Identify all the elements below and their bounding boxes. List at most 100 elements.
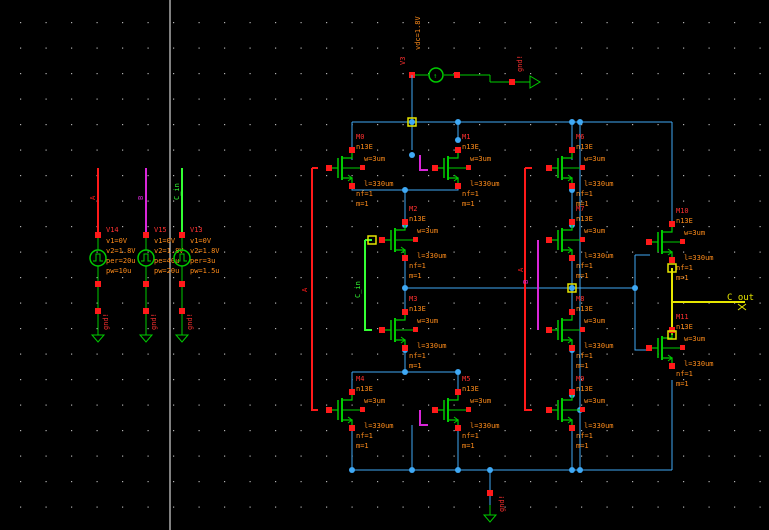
grid-dot <box>683 22 685 24</box>
grid-dot <box>249 379 251 381</box>
grid-dot <box>20 379 22 381</box>
grid-dot <box>453 200 455 202</box>
drain-pin <box>349 147 355 153</box>
grid-dot <box>351 98 353 100</box>
grid-dot <box>173 353 175 355</box>
grid-dot <box>224 175 226 177</box>
param-w: w=3um <box>417 317 438 325</box>
source-pin <box>455 425 461 431</box>
grid-dot <box>20 98 22 100</box>
grid-dot <box>20 430 22 432</box>
grid-dot <box>428 379 430 381</box>
source-pw: pw=1.5u <box>190 267 220 275</box>
grid-dot <box>657 379 659 381</box>
grid-dot <box>402 353 404 355</box>
grid-dot <box>377 353 379 355</box>
gnd-label: gnd! <box>102 313 110 330</box>
grid-dot <box>224 124 226 126</box>
grid-dot <box>759 430 761 432</box>
param-w: w=3um <box>584 397 605 405</box>
grid-dot <box>632 47 634 49</box>
grid-dot <box>45 73 47 75</box>
param-nf: nf=1 <box>676 370 693 378</box>
grid-dot <box>504 149 506 151</box>
grid-dot <box>275 226 277 228</box>
grid-dot <box>606 430 608 432</box>
grid-dot <box>300 124 302 126</box>
gnd-label-top: gnd! <box>516 55 524 72</box>
grid-dot <box>555 379 557 381</box>
grid-dot <box>351 73 353 75</box>
drain-pin <box>402 309 408 315</box>
grid-dot <box>402 404 404 406</box>
grid-dot <box>198 149 200 151</box>
grid-dot <box>224 47 226 49</box>
param-l: l=330um <box>470 180 500 188</box>
grid-dot <box>20 455 22 457</box>
grid-dot <box>555 404 557 406</box>
minus-pin <box>95 281 101 287</box>
grid-dot <box>402 22 404 24</box>
junction-dot <box>349 467 355 473</box>
grid-dot <box>428 455 430 457</box>
grid-dot <box>657 22 659 24</box>
grid-dot <box>428 98 430 100</box>
grid-dot <box>479 73 481 75</box>
grid-dot <box>402 200 404 202</box>
junction-dot <box>569 285 575 291</box>
pulse-waveform-icon <box>177 253 187 262</box>
grid-dot <box>224 481 226 483</box>
grid-dot <box>173 277 175 279</box>
net-connection-marker <box>407 117 417 127</box>
model-name: n13E <box>409 215 426 223</box>
ground-bottom[interactable]: gnd! <box>482 490 506 523</box>
pulse-waveform-icon <box>93 253 103 262</box>
param-m: m=1 <box>409 272 422 280</box>
grid-dot <box>96 379 98 381</box>
grid-dot <box>173 124 175 126</box>
grid-dot <box>606 175 608 177</box>
grid-dot <box>96 149 98 151</box>
vdd-source[interactable]: ↑ gnd! V3 vdc=1.8V <box>399 15 541 89</box>
pulse-source-icon <box>89 249 107 267</box>
grid-dot <box>377 22 379 24</box>
minus-pin <box>143 281 149 287</box>
grid-dot <box>147 481 149 483</box>
grid-dot <box>198 98 200 100</box>
grid-dot <box>147 175 149 177</box>
grid-dot <box>606 124 608 126</box>
param-l: l=330um <box>417 342 447 350</box>
grid-dot <box>249 353 251 355</box>
grid-dot <box>71 353 73 355</box>
param-m: m=1 <box>576 272 589 280</box>
grid-dot <box>632 124 634 126</box>
grid-dot <box>173 226 175 228</box>
grid-dot <box>708 430 710 432</box>
grid-dot <box>555 73 557 75</box>
grid-dot <box>555 430 557 432</box>
grid-dot <box>198 277 200 279</box>
grid-dot <box>326 506 328 508</box>
grid-dot <box>581 379 583 381</box>
grid-dot <box>734 353 736 355</box>
body-pin <box>580 407 585 412</box>
grid-dot <box>147 379 149 381</box>
grid-dot <box>555 455 557 457</box>
grid-dot <box>224 506 226 508</box>
